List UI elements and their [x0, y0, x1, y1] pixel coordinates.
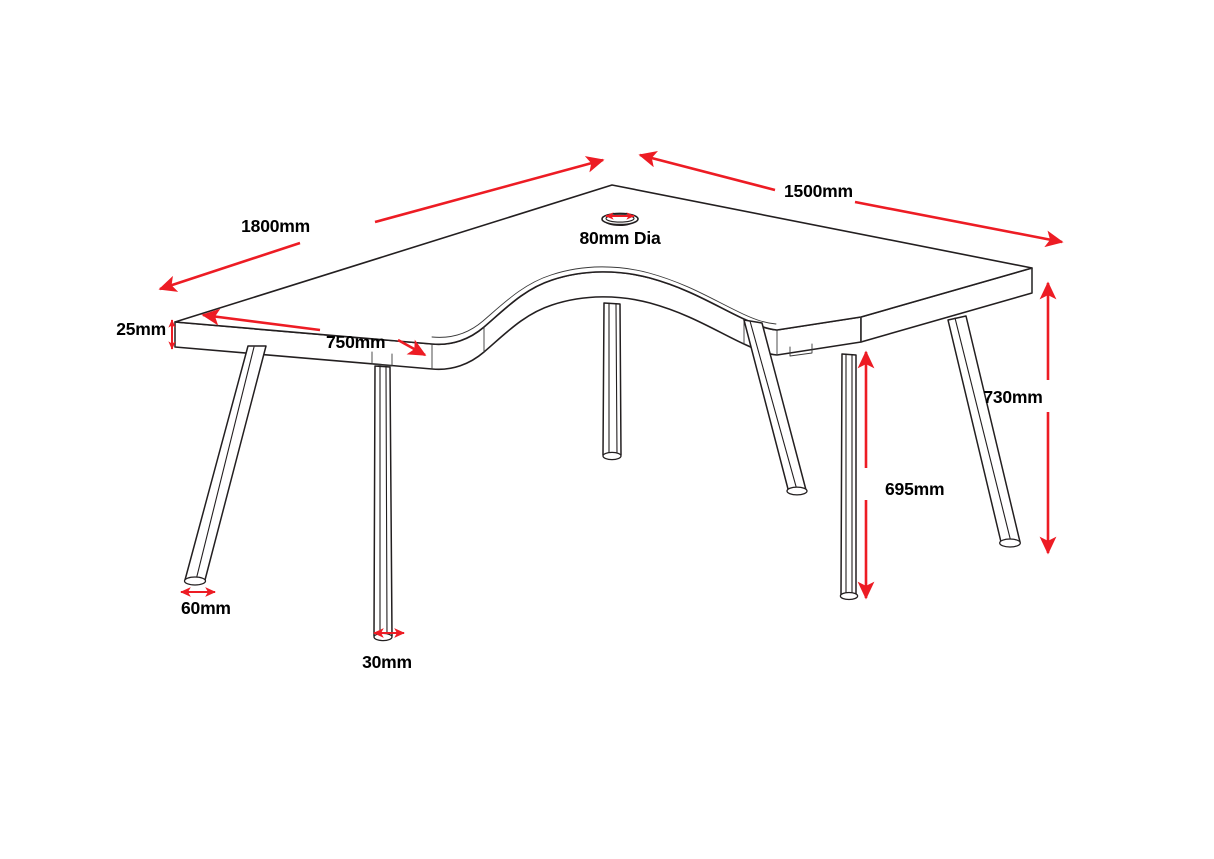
dimension-30mm: 30mm: [362, 628, 412, 672]
leg-left-rear-body: [184, 345, 267, 584]
leg-corner-post: [839, 353, 859, 601]
dim-750-seg-left: [201, 308, 321, 332]
dimension-750mm: 750mm: [201, 308, 427, 357]
dimension-1500mm: 1500mm: [638, 150, 1064, 248]
dim-60-label: 60mm: [181, 598, 231, 618]
dimension-695mm: 695mm: [857, 350, 945, 600]
worktop-wave-inner-line: [431, 266, 777, 338]
desk-legs: [183, 302, 1021, 642]
dim-1500-label: 1500mm: [784, 181, 853, 201]
leg-center-body: [602, 302, 622, 459]
dim-25-label: 25mm: [116, 319, 166, 339]
leg-corner-post-foot: [839, 591, 859, 601]
bracket-notch-left: [371, 351, 393, 367]
dim-30-label: 30mm: [362, 652, 412, 672]
dim-1500-seg-left: [638, 150, 776, 192]
leg-corner-tapered: [743, 319, 808, 496]
dimension-60mm: 60mm: [180, 587, 231, 618]
dimension-730mm: 730mm: [983, 281, 1057, 555]
leg-corner-post-body: [840, 353, 857, 599]
dim-695-label: 695mm: [885, 479, 944, 499]
dim-80-label: 80mm Dia: [579, 228, 661, 248]
leg-left-front-post: [373, 365, 393, 642]
leg-right-tapered: [947, 315, 1021, 548]
leg-right-foot: [999, 538, 1021, 548]
leg-left-front-body: [373, 365, 393, 640]
dim-1800-seg-left: [158, 241, 301, 292]
dim-1800-label: 1800mm: [241, 216, 310, 236]
leg-right-body: [947, 315, 1021, 546]
leg-corner-foot: [786, 486, 808, 496]
leg-center-foot: [602, 451, 622, 461]
leg-left-rear-crease: [195, 346, 255, 581]
dim-1500-seg-right: [854, 200, 1064, 248]
leg-left-rear-foot: [183, 576, 207, 586]
leg-left-front-foot: [373, 632, 393, 642]
leg-center-post: [602, 302, 622, 461]
bracket-notch-corner: [789, 343, 813, 357]
leg-left-rear-tapered: [183, 345, 267, 586]
leg-left-front-crease-b: [385, 366, 388, 638]
grommet-inner-shadow: [603, 219, 638, 226]
dim-750-label: 750mm: [326, 332, 385, 352]
leg-corner-crease: [749, 320, 798, 491]
dimension-80mm-dia: 80mm Dia: [579, 212, 661, 248]
dim-750-seg-right: [397, 338, 427, 357]
dim-730-label: 730mm: [983, 387, 1042, 407]
dim-1800-seg-right: [374, 156, 605, 224]
leg-center-crease-b: [615, 303, 618, 457]
dimension-1800mm: 1800mm: [158, 156, 605, 292]
leg-right-crease: [954, 317, 1012, 543]
dimension-25mm: 25mm: [116, 319, 176, 350]
